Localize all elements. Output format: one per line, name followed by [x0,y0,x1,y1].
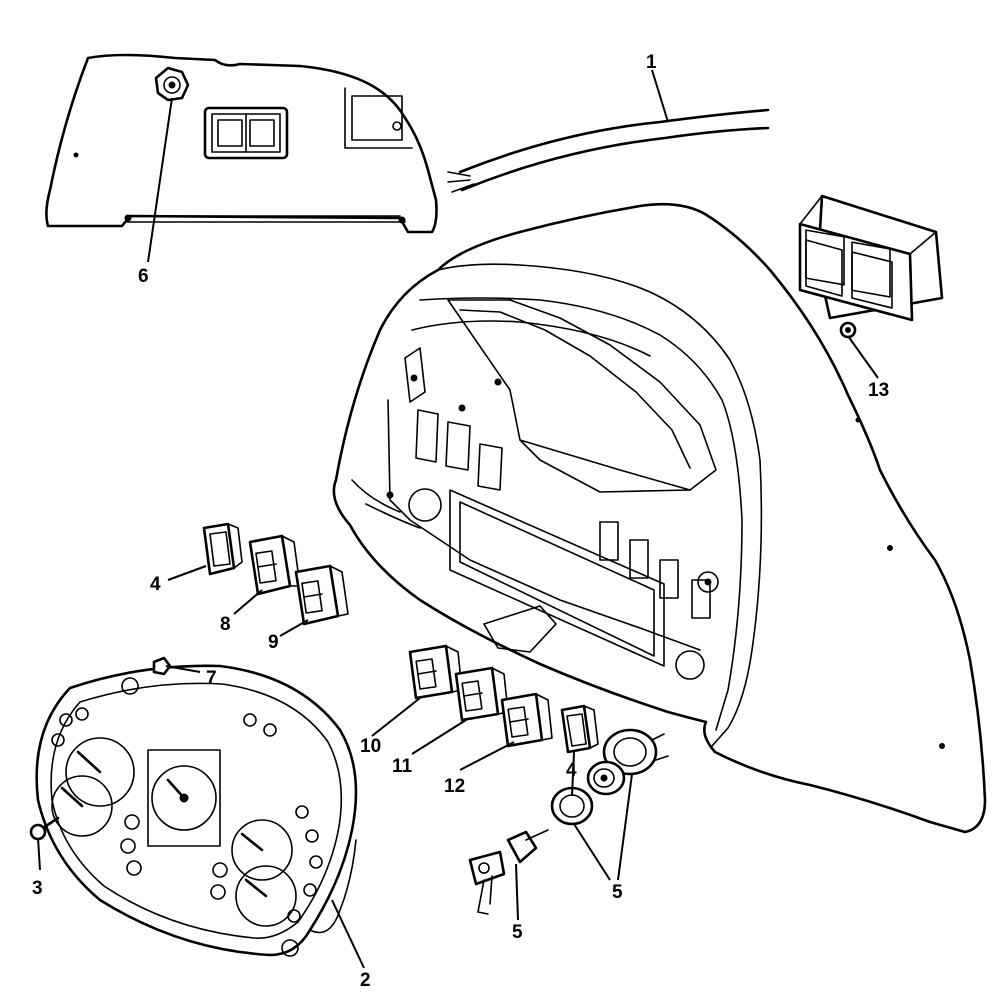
callout-6: 6 [138,266,149,287]
callout-1: 1 [646,52,657,73]
nut-13 [839,321,857,339]
callout-2: 2 [360,970,371,991]
callout-13: 13 [868,380,889,401]
ignition-key [468,829,549,915]
wire-harness [447,108,770,193]
callout-4b: 4 [566,760,577,781]
gauge-right-bottom [235,865,297,927]
callout-3: 3 [32,878,43,899]
callout-11: 11 [392,756,413,777]
callout-5a: 5 [612,882,623,903]
gauge-left-top [65,737,135,807]
rocker-switch-9 [294,564,349,626]
switch-blank-4a [202,522,243,576]
gauge-left-bottom [51,775,113,837]
leader-lines [37,69,879,969]
rocker-switch-11 [454,666,509,722]
callout-9: 9 [268,632,279,653]
switch-bezel-rear [203,106,289,160]
grommet-6 [154,66,190,102]
dash-shroud [332,202,987,834]
callout-5b: 5 [512,922,523,943]
rocker-switch-8 [248,534,301,596]
callout-12: 12 [444,776,465,797]
switch-bezel-13 [798,194,944,322]
switch-blank-4b [560,704,599,754]
ignition-switch [550,728,669,826]
callout-7: 7 [206,668,217,689]
instrument-cluster [35,664,358,957]
nut-7 [152,656,172,676]
rocker-switch-10 [408,644,463,700]
callout-4a: 4 [150,574,161,595]
callout-8: 8 [220,614,231,635]
callout-labels: 1 2 3 4 4 5 5 6 7 8 9 10 11 12 13 [32,52,889,991]
callout-10: 10 [360,736,381,757]
gauge-right-top [231,819,293,881]
rocker-switch-12 [500,692,553,748]
gauge-center [147,749,221,847]
